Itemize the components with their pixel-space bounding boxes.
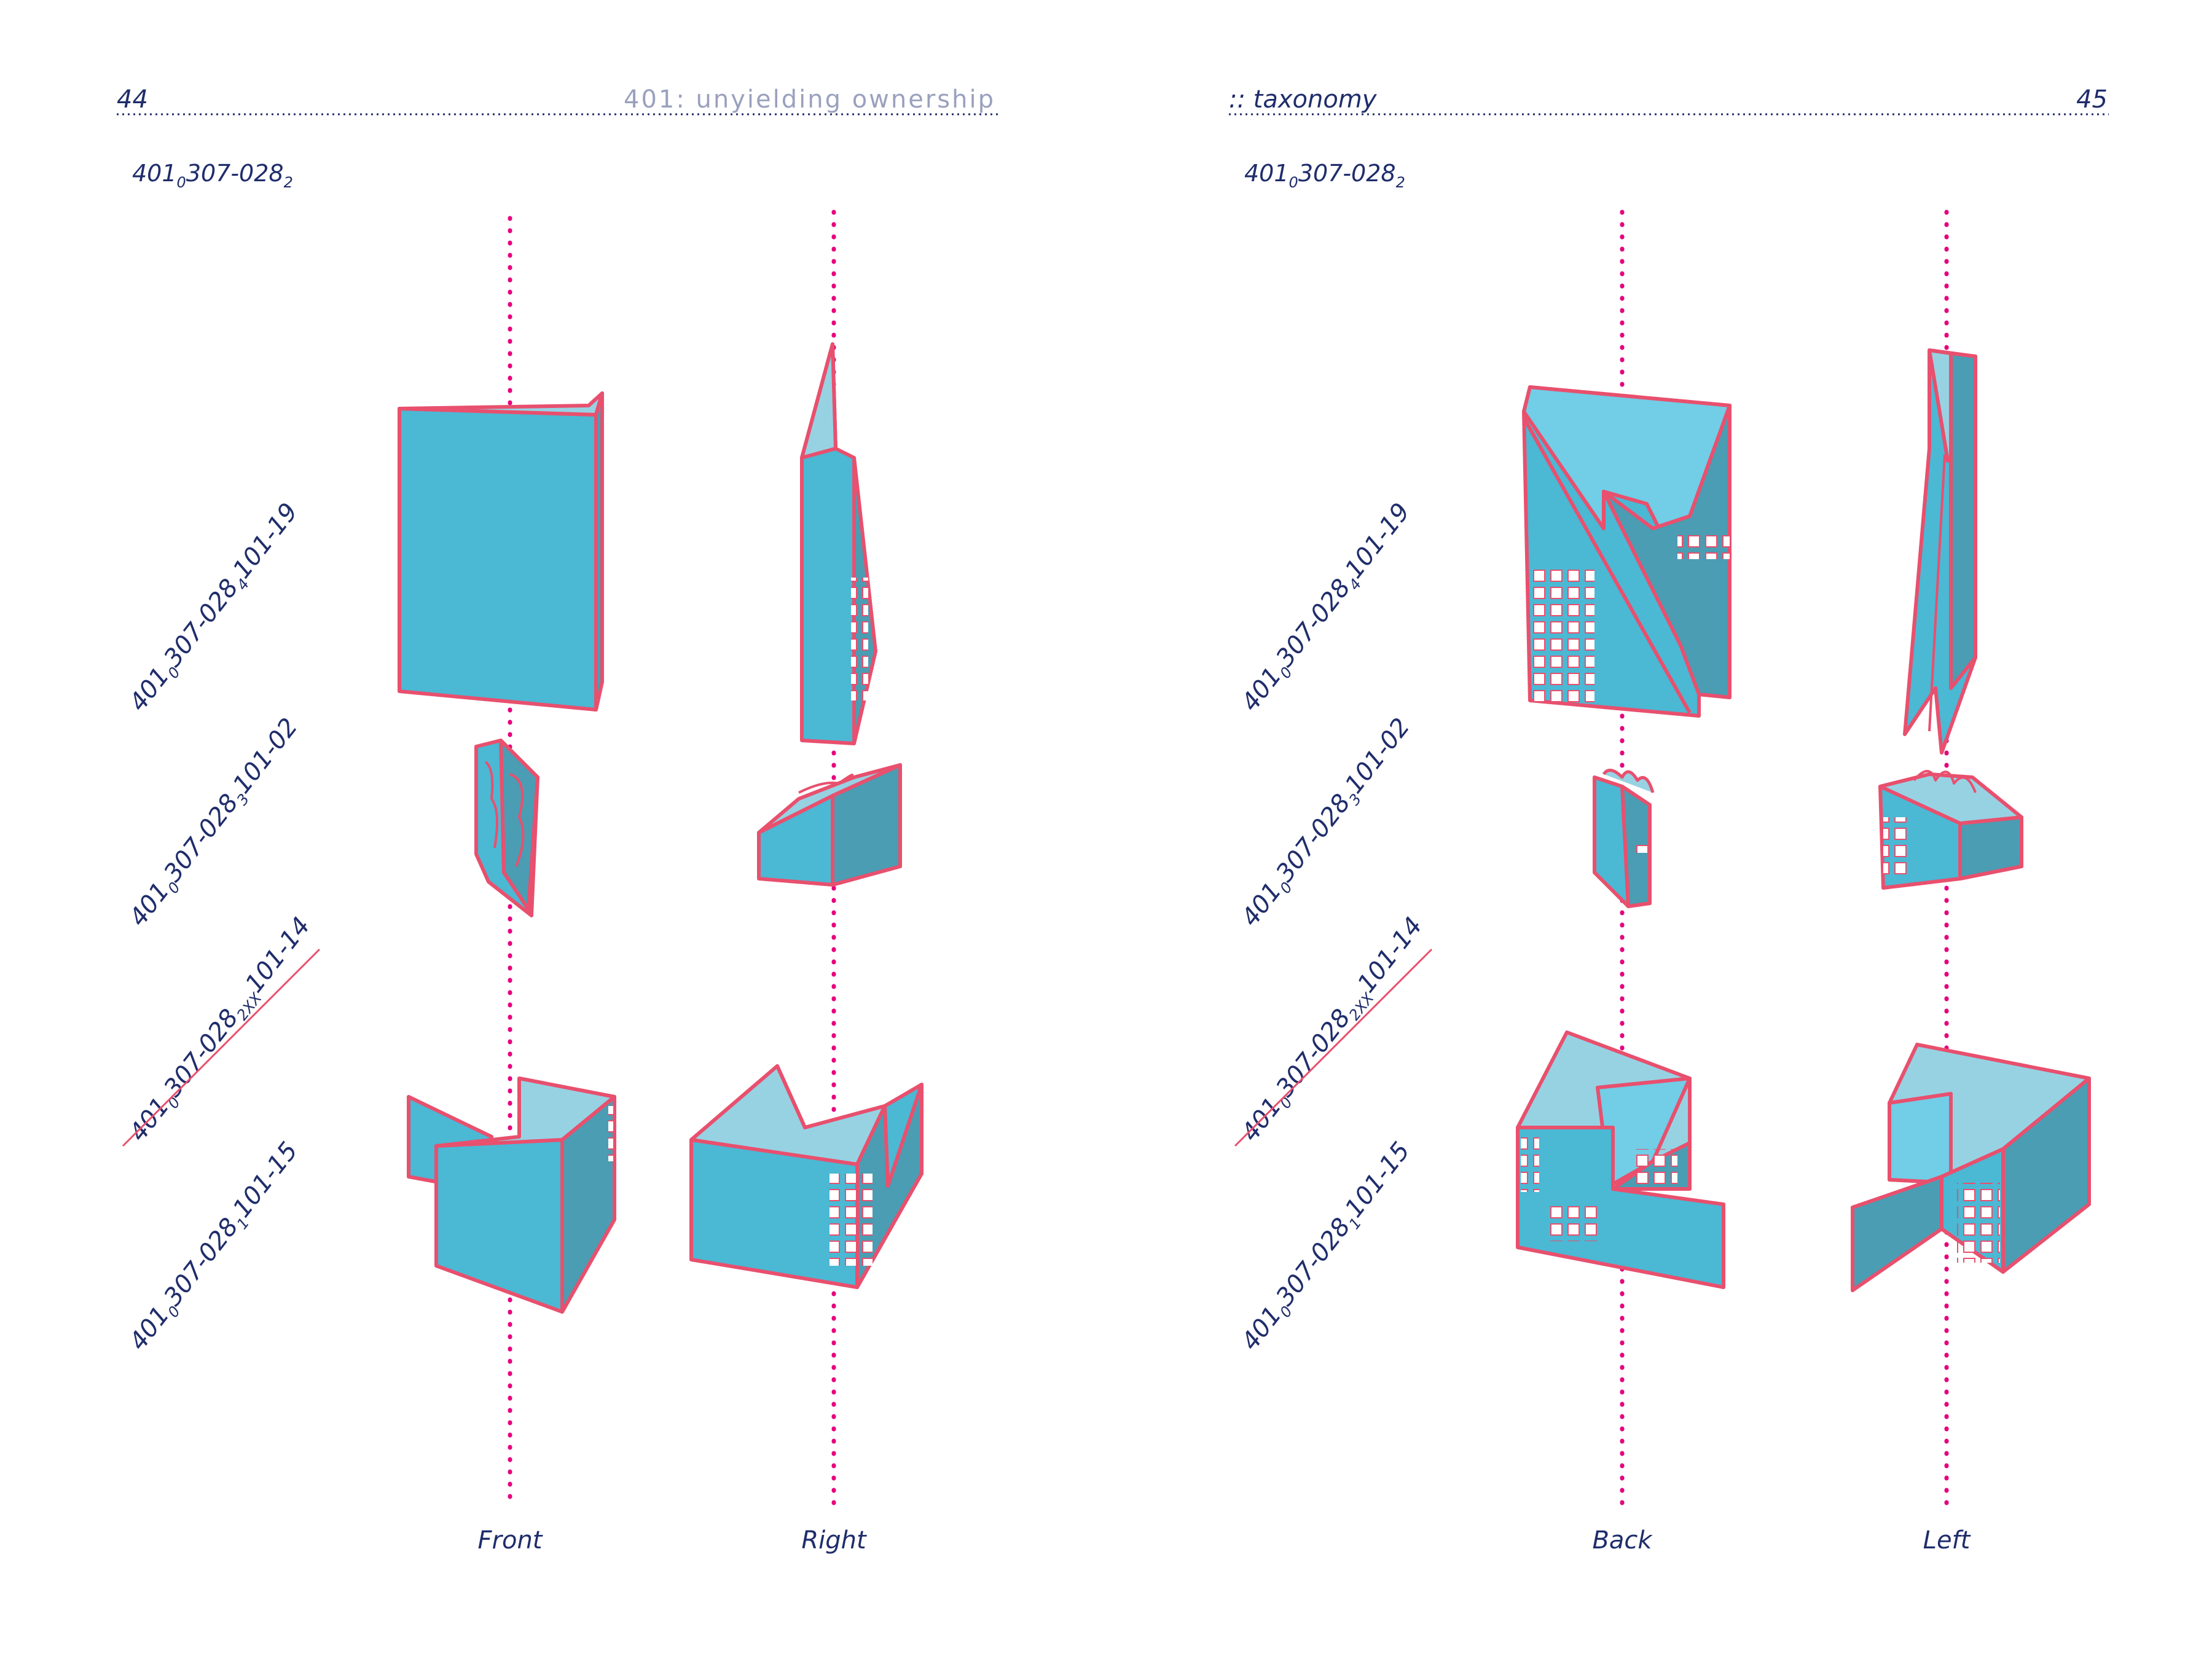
left-running-head: 401: unyielding ownership (624, 85, 995, 114)
right-row-labels: 4010307-0284101-19 4010307-0283101-02 40… (1234, 498, 1433, 1358)
view-label-right: Right (801, 1526, 867, 1555)
row-label-4: 4010307-0281101-15 (1236, 1137, 1419, 1358)
view-label-front: Front (478, 1526, 543, 1555)
back-view-models (1516, 385, 1732, 1289)
row-label-2: 4010307-0283101-02 (124, 713, 307, 934)
right-page: :: taxonomy 45 4010307-0282 4010307-0284… (1229, 85, 2109, 1555)
view-label-back: Back (1592, 1526, 1653, 1555)
right-running-head: :: taxonomy (1229, 85, 1378, 114)
row-label-1: 4010307-0284101-19 (1236, 498, 1419, 719)
left-view-models (1851, 348, 2091, 1292)
right-view-models (689, 342, 924, 1289)
row-label-3-struck: 4010307-0282XX101-14 (124, 912, 319, 1149)
left-page: 44 401: unyielding ownership 4010307-028… (117, 85, 998, 1555)
left-section-code: 4010307-0282 (132, 160, 293, 191)
strike-line (1234, 948, 1433, 1147)
strike-line (122, 948, 321, 1147)
row-label-2: 4010307-0283101-02 (1236, 713, 1419, 934)
row-label-1: 4010307-0284101-19 (124, 498, 307, 719)
right-page-number: 45 (2076, 85, 2108, 114)
left-row-labels: 4010307-0284101-19 4010307-0283101-02 40… (122, 498, 321, 1358)
right-section-code: 4010307-0282 (1244, 160, 1405, 191)
front-view-models (398, 391, 616, 1314)
left-page-number: 44 (117, 85, 148, 114)
row-label-4: 4010307-0281101-15 (124, 1137, 307, 1358)
row-label-3-struck: 4010307-0282XX101-14 (1236, 912, 1431, 1149)
view-label-left: Left (1923, 1526, 1971, 1555)
